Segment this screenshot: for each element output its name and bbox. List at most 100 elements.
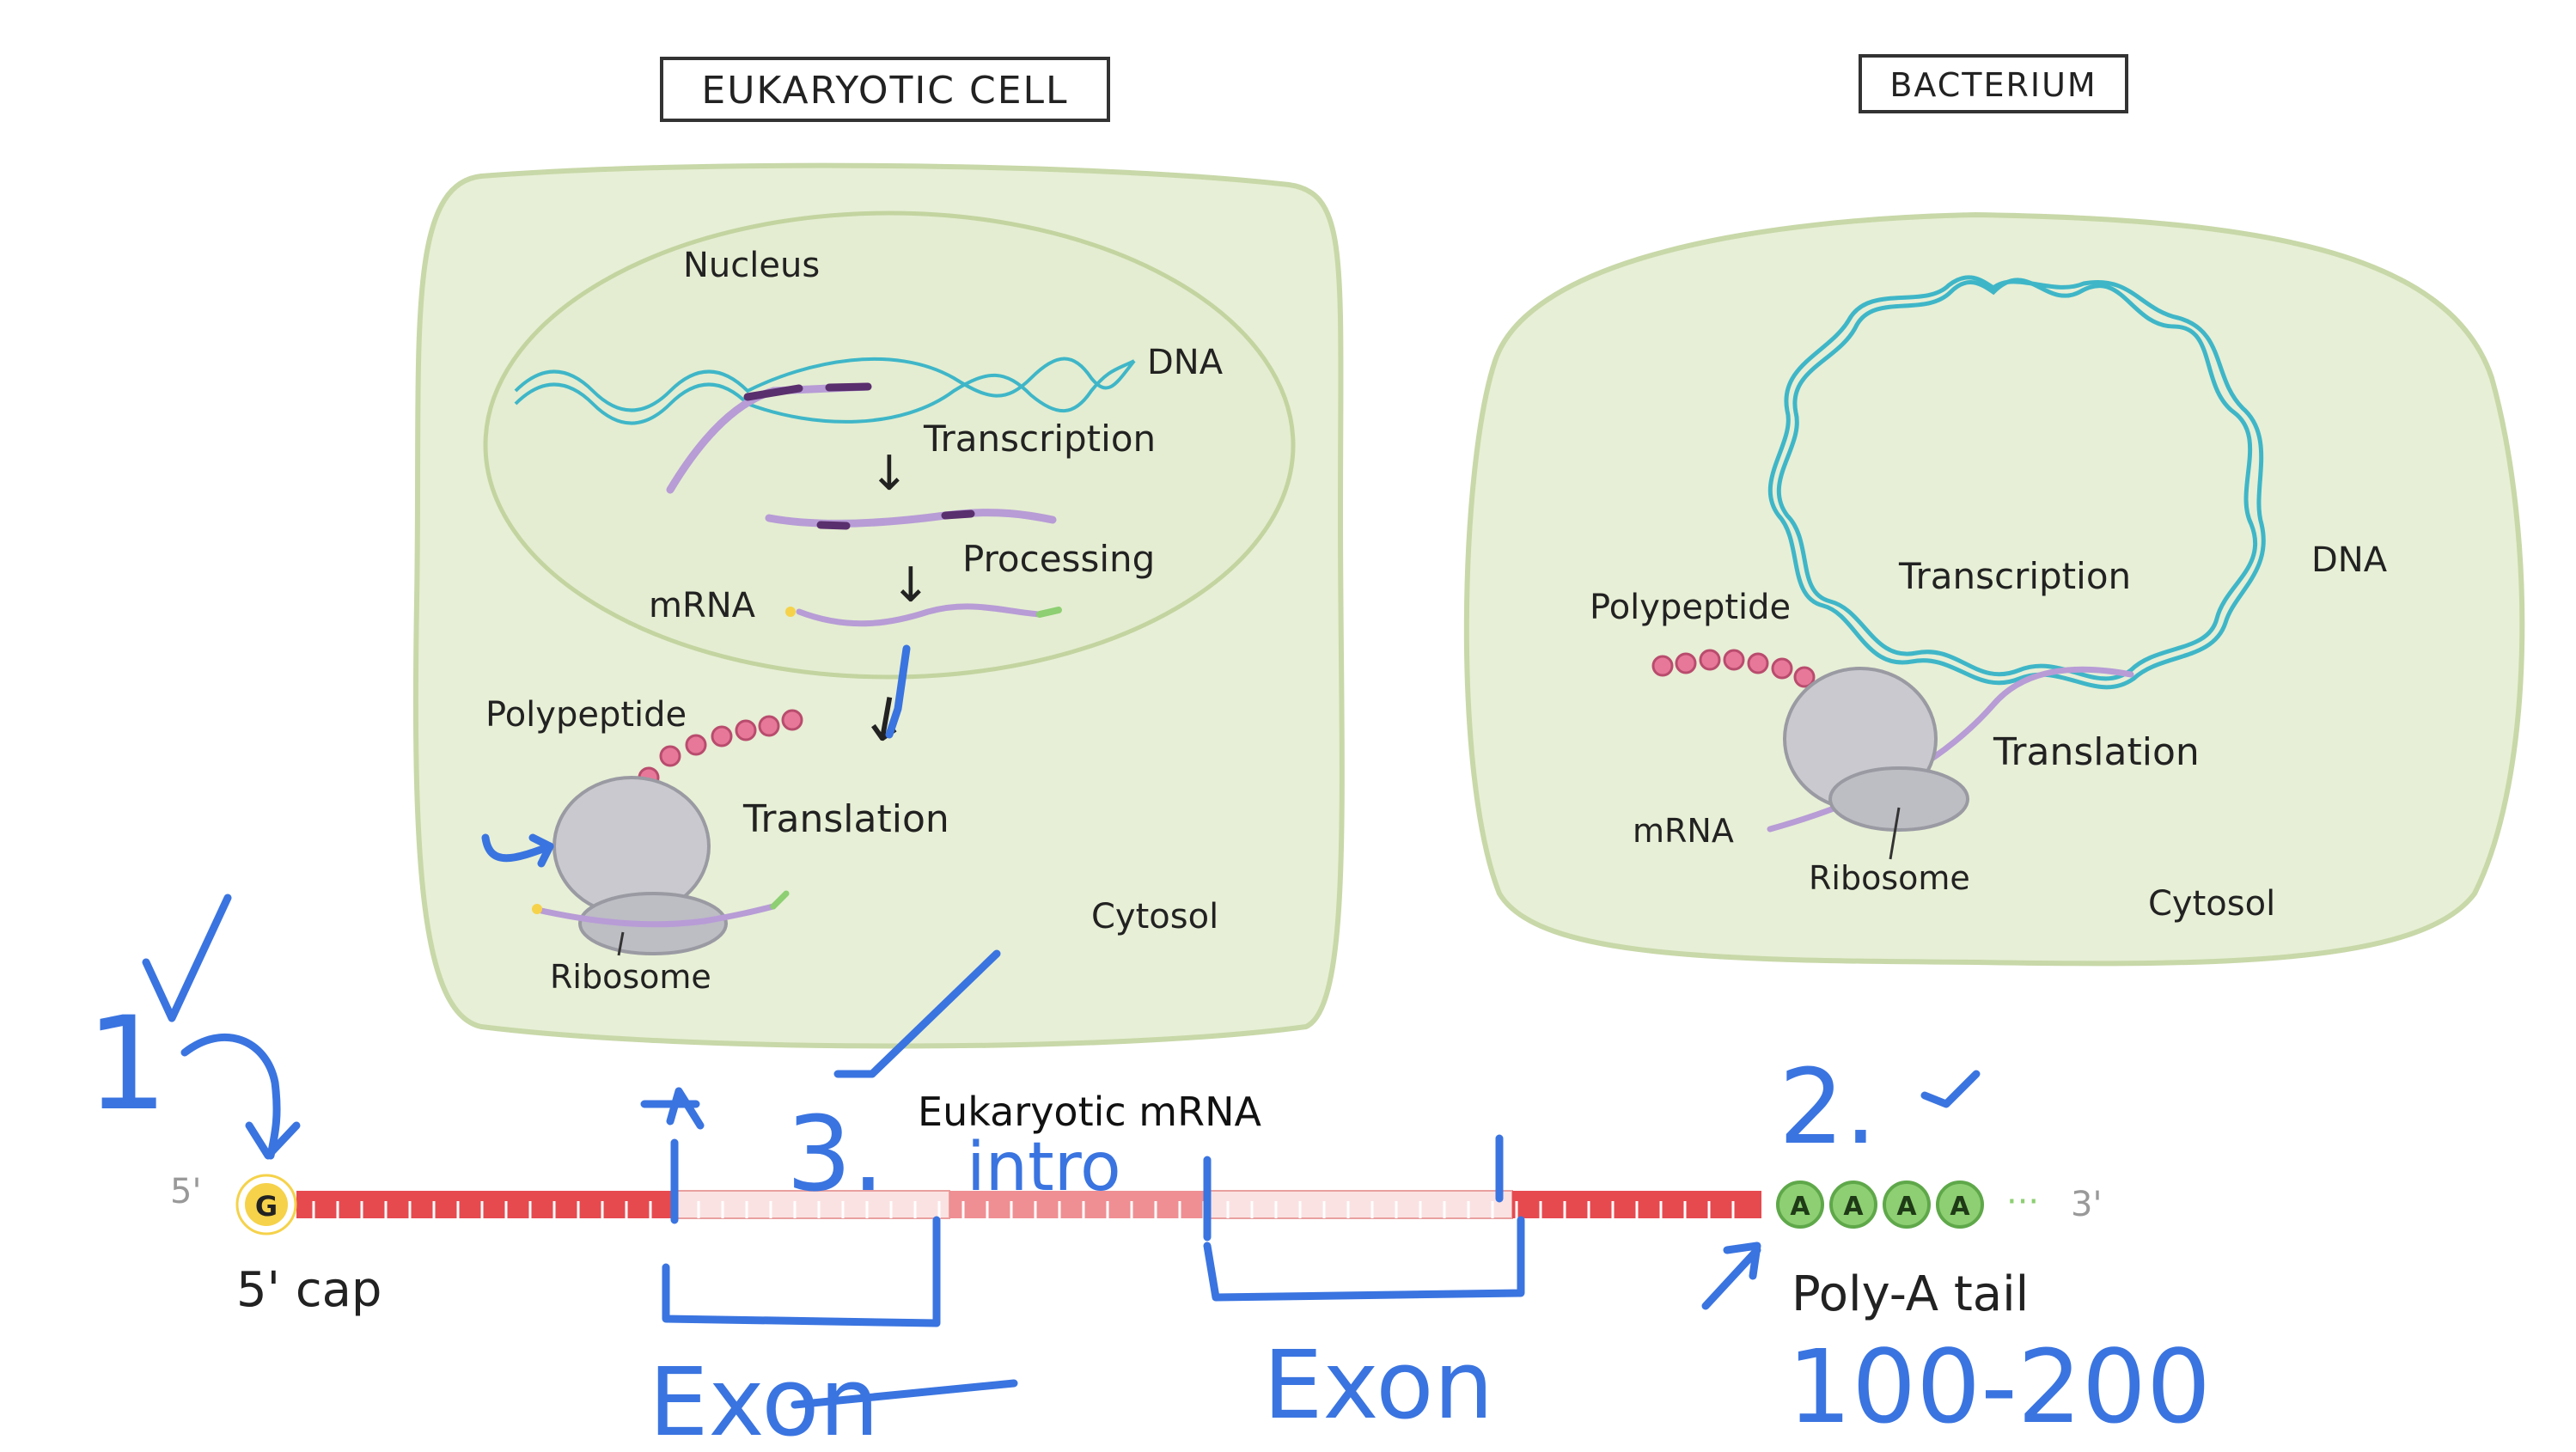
exon-bracket-right bbox=[1203, 1134, 1525, 1302]
annotation-arrow-2 bbox=[1701, 1246, 1761, 1310]
poly-a-letter: A bbox=[1843, 1192, 1864, 1222]
peptide-bead bbox=[1771, 657, 1793, 680]
annotation-tail-length: 100-200 bbox=[1787, 1327, 2211, 1446]
poly-a-bead bbox=[1776, 1181, 1824, 1229]
eukaryote-dna-strand-a bbox=[514, 357, 1136, 412]
poly-a-bead bbox=[1883, 1181, 1931, 1229]
check-mark-1 bbox=[142, 894, 232, 1022]
annotation-arrow-1 bbox=[180, 1034, 281, 1160]
circular-dna-strand-a bbox=[1776, 278, 2258, 681]
annotation-number-1: 1 bbox=[86, 990, 168, 1139]
bacterium-panel: BACTERIUM DNA Transcription Polypeptide … bbox=[1463, 54, 2525, 967]
export-ink-mark bbox=[885, 644, 911, 739]
eukaryote-title-box bbox=[660, 57, 1110, 122]
primary-transcript-introns bbox=[816, 509, 975, 530]
bacterium-dna-label: DNA bbox=[2311, 540, 2388, 580]
check-mark-3 bbox=[833, 949, 1001, 1078]
eukaryote-dna-strand-b bbox=[514, 359, 1135, 425]
bacterium-ribosome-pointer bbox=[1889, 807, 1901, 860]
peptide-bead bbox=[1675, 652, 1697, 674]
ribosome-hook-arrow bbox=[481, 833, 554, 863]
handwritten-annotations: 1 3. intro Exon Exon 2. 100-200 bbox=[86, 644, 2211, 1452]
peptide-bead bbox=[1723, 649, 1745, 671]
mrna-cap-dot bbox=[785, 607, 796, 617]
peptide-bead bbox=[659, 745, 681, 767]
peptide-bead bbox=[758, 715, 780, 737]
peptide-bead bbox=[1793, 666, 1816, 688]
bacterium-cell-body bbox=[1463, 211, 2525, 967]
poly-a-bead bbox=[1829, 1181, 1877, 1229]
eukaryote-cytosol-label: Cytosol bbox=[1091, 897, 1218, 936]
cap-letter: G bbox=[255, 1190, 278, 1223]
peptide-bead bbox=[711, 725, 733, 747]
three-prime-label: 3' bbox=[2071, 1185, 2102, 1224]
ribosome-mrna bbox=[538, 903, 777, 928]
eukaryote-polypeptide-label: Polypeptide bbox=[485, 695, 687, 735]
cap-label: 5' cap bbox=[236, 1262, 382, 1318]
mrna-diagram-title: Eukaryotic mRNA bbox=[918, 1089, 1261, 1135]
eukaryote-translation-label: Translation bbox=[742, 797, 949, 841]
bacterium-transcription-label: Transcription bbox=[1898, 555, 2131, 597]
peptide-bead bbox=[1699, 649, 1721, 671]
eukaryote-transcription-label: Transcription bbox=[923, 418, 1156, 460]
bacterium-polypeptide-label: Polypeptide bbox=[1590, 588, 1791, 627]
bacterium-ribosome-label: Ribosome bbox=[1809, 859, 1970, 897]
mrna-tail-green bbox=[1036, 607, 1062, 618]
annotation-star-arrow bbox=[640, 1087, 705, 1130]
annotation-number-2: 2. bbox=[1779, 1048, 1877, 1168]
bacterial-circular-dna bbox=[1767, 275, 2266, 690]
pre-mrna-introns bbox=[743, 382, 872, 401]
peptide-bead bbox=[1651, 655, 1674, 677]
exon-segment-2 bbox=[949, 1191, 1207, 1218]
peptide-bead bbox=[685, 734, 707, 756]
annotation-arrow-2-head bbox=[1723, 1242, 1761, 1280]
bacterium-title: BACTERIUM bbox=[1889, 66, 2097, 104]
ribosome-pointer bbox=[617, 931, 625, 956]
bacterium-cytosol-label: Cytosol bbox=[2148, 884, 2275, 924]
peptide-bead bbox=[1747, 652, 1769, 674]
ribosome-mrna-cap bbox=[532, 904, 542, 914]
peptide-bead bbox=[735, 719, 757, 741]
exon-left-underline bbox=[791, 1379, 1018, 1409]
processing-arrow: ↓ bbox=[891, 558, 931, 613]
poly-a-tail-label: Poly-A tail bbox=[1792, 1266, 2029, 1322]
poly-a-bead bbox=[1936, 1181, 1984, 1229]
annotation-exon-right: Exon bbox=[1263, 1330, 1493, 1440]
mature-mrna bbox=[796, 603, 1043, 627]
nucleus bbox=[483, 210, 1296, 680]
eukaryote-dna-label: DNA bbox=[1147, 343, 1224, 382]
eukaryotic-cell-panel: EUKARYOTIC CELL Nucleus DNA ↓ Transcript… bbox=[412, 57, 1345, 1049]
poly-a-letter: A bbox=[1790, 1192, 1810, 1222]
intron-segment-1 bbox=[674, 1190, 950, 1219]
bacterium-title-box bbox=[1859, 54, 2128, 113]
bacterium-translation-label: Translation bbox=[1993, 730, 2200, 774]
ribosome-mrna-tail bbox=[770, 890, 790, 910]
annotation-intro: intro bbox=[967, 1129, 1121, 1206]
exon-bracket-left bbox=[662, 1138, 941, 1327]
transcription-arrow: ↓ bbox=[870, 446, 910, 502]
exon-segment-1 bbox=[296, 1191, 675, 1218]
annotation-arrow-1-head bbox=[245, 1121, 301, 1160]
eukaryote-processing-label: Processing bbox=[962, 538, 1155, 580]
check-mark-2 bbox=[1920, 1070, 1981, 1108]
peptide-bead bbox=[781, 709, 803, 731]
circular-dna-strand-b bbox=[1767, 275, 2266, 690]
tail-dots: ··· bbox=[2006, 1182, 2039, 1222]
annotation-number-3: 3. bbox=[786, 1095, 885, 1215]
eukaryote-mrna-label: mRNA bbox=[649, 586, 756, 625]
five-prime-label: 5' bbox=[170, 1172, 201, 1211]
eukaryote-title: EUKARYOTIC CELL bbox=[701, 69, 1068, 113]
ribosome-hook-arrow-head bbox=[528, 833, 554, 868]
bacterium-mrna-label: mRNA bbox=[1633, 812, 1734, 850]
poly-a-letter: A bbox=[1950, 1192, 1970, 1222]
poly-a-letter: A bbox=[1896, 1192, 1917, 1222]
nucleus-label: Nucleus bbox=[683, 246, 820, 285]
five-prime-cap-ring bbox=[235, 1174, 297, 1235]
five-prime-cap bbox=[240, 1178, 293, 1231]
eukaryote-ribosome-label: Ribosome bbox=[550, 958, 711, 996]
mrna-tick-marks bbox=[312, 1201, 1735, 1218]
bacterium-ribosome-small bbox=[1828, 766, 1969, 832]
